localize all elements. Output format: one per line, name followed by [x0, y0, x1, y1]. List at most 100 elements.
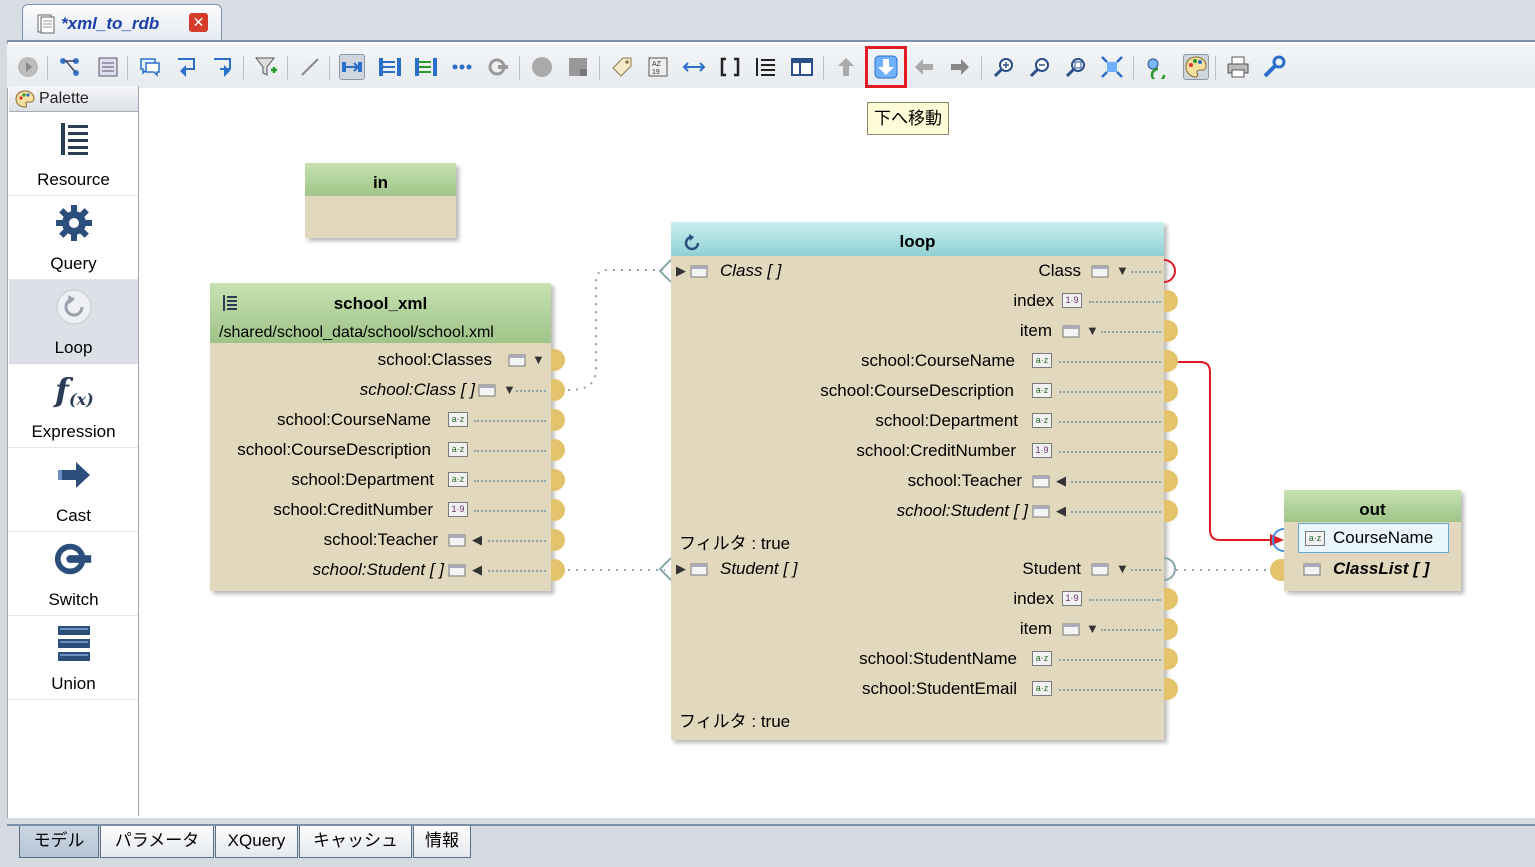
output-port[interactable] [1164, 588, 1178, 610]
output-port[interactable] [551, 529, 565, 551]
loop-class-creditnumber[interactable]: school:CreditNumber 1·9 [671, 436, 1164, 466]
tab-cache[interactable]: キャッシュ [299, 826, 412, 858]
loop-student-row[interactable]: ▶ Student [ ] Student ▼ [671, 554, 1164, 584]
out-field-classlist[interactable]: ClassList [ ] [1298, 554, 1449, 584]
zoom-out-icon[interactable] [1027, 54, 1053, 80]
palette-item-switch[interactable]: Switch [9, 532, 138, 616]
more-icon[interactable] [449, 54, 475, 80]
field-school-student[interactable]: school:Student [ ] ◀ [210, 555, 551, 585]
output-port[interactable] [551, 499, 565, 521]
field-school-classes[interactable]: school:Classes ▼ [377, 350, 545, 369]
print-icon[interactable] [1225, 54, 1251, 80]
expand-right-icon[interactable]: ▶ [676, 561, 686, 576]
connect-icon[interactable] [339, 54, 365, 80]
field-school-creditnumber[interactable]: school:CreditNumber 1·9 [210, 495, 551, 525]
move-left-icon[interactable] [911, 54, 937, 80]
switch-tool-icon[interactable] [485, 54, 511, 80]
output-port[interactable] [551, 349, 565, 371]
output-port[interactable] [551, 559, 565, 581]
tag-icon[interactable] [609, 54, 635, 80]
field-school-coursename[interactable]: school:CourseName a·z [210, 405, 551, 435]
output-port[interactable] [1164, 678, 1178, 700]
node-loop[interactable]: loop ▶ Class [ ] Class ▼ index 1·9 item … [658, 222, 1178, 740]
loop-class-department[interactable]: school:Department a·z [671, 406, 1164, 436]
step-back-icon[interactable] [173, 54, 199, 80]
loop-student-item[interactable]: item ▼ [671, 614, 1164, 644]
field-school-department[interactable]: school:Department a·z [210, 465, 551, 495]
move-down-button[interactable] [865, 46, 907, 88]
editor-tab-xml-to-rdb[interactable]: *xml_to_rdb ✕ [22, 4, 222, 42]
expand-right-icon[interactable]: ▶ [676, 263, 686, 278]
output-port[interactable] [551, 469, 565, 491]
output-port[interactable] [551, 379, 565, 401]
expand-down-icon[interactable]: ▼ [1086, 323, 1099, 338]
zoom-fit-icon[interactable] [1063, 54, 1089, 80]
expand-down-icon[interactable]: ▼ [1116, 263, 1129, 278]
loop-filter-1[interactable]: フィルタ : true [679, 534, 791, 553]
list-icon[interactable] [753, 54, 779, 80]
output-port[interactable] [1164, 410, 1178, 432]
schema-icon[interactable] [95, 54, 121, 80]
node-in[interactable]: in [305, 163, 456, 238]
expand-down-icon[interactable]: ▼ [1116, 561, 1129, 576]
close-icon[interactable]: ✕ [189, 13, 208, 32]
output-port[interactable] [1164, 648, 1178, 670]
tab-parameters[interactable]: パラメータ [100, 826, 214, 858]
filter-icon[interactable] [253, 54, 279, 80]
output-port[interactable] [1164, 618, 1178, 640]
loop-student-name[interactable]: school:StudentName a·z [671, 644, 1164, 674]
palette-item-loop[interactable]: Loop [9, 280, 138, 364]
tab-model[interactable]: モデル [19, 826, 99, 858]
move-up-icon[interactable] [833, 54, 859, 80]
loop-class-coursename[interactable]: school:CourseName a·z [671, 346, 1164, 376]
collapse-left-icon[interactable]: ◀ [472, 562, 482, 577]
field-school-class[interactable]: school:Class [ ] ▼ [210, 375, 551, 405]
palette-item-query[interactable]: Query [9, 196, 138, 280]
node-out[interactable]: out a·z CourseName ClassList [ ] [1270, 490, 1461, 591]
output-port[interactable] [1164, 380, 1178, 402]
collapse-left-icon[interactable]: ◀ [472, 532, 482, 547]
loop-student-index[interactable]: index 1·9 [671, 584, 1164, 614]
loop-class-index[interactable]: index 1·9 [671, 286, 1164, 316]
output-port[interactable] [1164, 557, 1178, 581]
collapse-left-icon[interactable]: ◀ [1056, 473, 1066, 488]
expand-down-icon[interactable]: ▼ [532, 352, 545, 367]
loop-class-item[interactable]: item ▼ [671, 316, 1164, 346]
loop-class-row[interactable]: ▶ Class [ ] Class ▼ [671, 256, 1164, 286]
palette-item-union[interactable]: Union [9, 616, 138, 700]
loop-class-teacher[interactable]: school:Teacher ◀ [671, 466, 1164, 496]
input-port[interactable] [657, 259, 671, 283]
tree-icon[interactable] [57, 54, 83, 80]
output-port[interactable] [551, 439, 565, 461]
output-port[interactable] [1164, 350, 1178, 372]
field-school-teacher[interactable]: school:Teacher ◀ [210, 525, 551, 555]
tab-xquery[interactable]: XQuery [215, 826, 298, 858]
tab-info[interactable]: 情報 [413, 826, 471, 858]
output-port[interactable] [1164, 290, 1178, 312]
collapse-left-icon[interactable]: ◀ [1056, 503, 1066, 518]
loop-student-email[interactable]: school:StudentEmail a·z [671, 674, 1164, 704]
expand-down-icon[interactable]: ▼ [503, 382, 516, 397]
input-port[interactable] [1270, 559, 1284, 581]
expand-horizontal-icon[interactable] [681, 54, 707, 80]
out-field-coursename[interactable]: a·z CourseName [1298, 523, 1449, 553]
map-all-icon[interactable] [377, 54, 403, 80]
map-children-icon[interactable] [413, 54, 439, 80]
output-port[interactable] [1164, 470, 1178, 492]
wrench-icon[interactable] [1261, 54, 1287, 80]
grid-icon[interactable] [565, 54, 591, 80]
move-right-icon[interactable] [947, 54, 973, 80]
panel-icon[interactable] [789, 54, 815, 80]
run-icon[interactable] [15, 54, 41, 80]
loop-class-student[interactable]: school:Student [ ] ◀ [671, 496, 1164, 526]
line-tool-icon[interactable] [297, 54, 323, 80]
mapping-canvas[interactable]: in school_xml /shared/school_data/school… [140, 88, 1535, 816]
palette-item-expression[interactable]: f(x) Expression [9, 364, 138, 448]
fit-all-icon[interactable] [1099, 54, 1125, 80]
expand-down-icon[interactable]: ▼ [1086, 621, 1099, 636]
output-port[interactable] [1164, 320, 1178, 342]
output-port[interactable] [1164, 500, 1178, 522]
palette-header[interactable]: Palette [9, 86, 138, 112]
field-school-coursedescription[interactable]: school:CourseDescription a·z [210, 435, 551, 465]
